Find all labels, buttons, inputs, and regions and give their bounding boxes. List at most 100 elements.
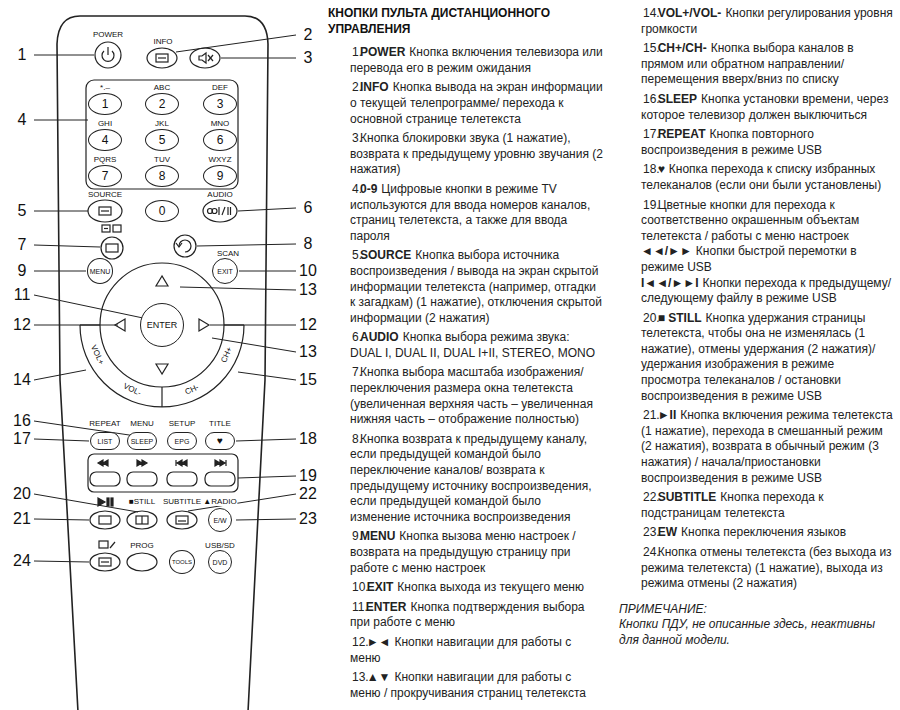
callout-number: 12 (299, 317, 317, 333)
button-name: POWER (360, 45, 405, 59)
button-label: SOURCE (87, 191, 123, 199)
description-item: 12.►◄Кнопки навигации для работы с меню (328, 635, 603, 666)
button-label: SUBTITLE (162, 498, 202, 506)
item-number: 12. (352, 635, 369, 649)
digit-frame (86, 80, 238, 189)
button-name: ◄◄/►► (641, 244, 692, 258)
remote-button: TOOLS (169, 550, 195, 574)
remote-drawing-part (167, 472, 197, 486)
remote-button: EXIT (212, 258, 238, 284)
description-item: 17.REPEATКнопка повторного воспроизведен… (619, 127, 894, 158)
remote-drawing-part (100, 263, 224, 387)
item-number: 20. (643, 311, 660, 325)
mute-button (190, 48, 220, 68)
remote-drawing-part (199, 53, 206, 63)
button-name: EW (658, 525, 677, 539)
leader-line (34, 561, 89, 562)
button-label: TUV (153, 156, 171, 164)
button-name: I◄◄/►►I (641, 276, 699, 290)
remote-button: 9 (203, 165, 237, 187)
remote-button: EPG (167, 432, 197, 450)
remote-drawing-part (90, 553, 120, 571)
remote-button: 7 (88, 165, 122, 187)
remote-drawing-part (208, 55, 213, 61)
remote-button: 4 (88, 129, 122, 151)
remote-drawing-part (208, 55, 213, 61)
return-button (174, 235, 196, 257)
leader-line (34, 325, 118, 326)
remote-drawing-part (167, 511, 197, 529)
button-text: EXIT (217, 268, 233, 275)
button-label: SCAN (216, 250, 240, 258)
button-label: AUDIO (206, 191, 233, 199)
description-text: Кнопка отмены телетекста (без выхода из … (641, 545, 892, 590)
button-label: REPEAT (88, 420, 121, 428)
remote-button: 6 (203, 129, 237, 151)
remote-drawing-part (102, 225, 110, 232)
callout-number: 13 (299, 344, 317, 360)
remote-button: ENTER (140, 303, 184, 347)
remote-drawing-part (158, 57, 166, 58)
remote-button: 8 (145, 165, 179, 187)
zoom-button (101, 225, 123, 259)
heading: КНОПКИ ПУЛЬТА ДИСТАНЦИОННОГО УПРАВЛЕНИЯ (328, 6, 603, 37)
button-name: EXIT (367, 580, 394, 594)
leader-line (236, 519, 296, 520)
item-number: 14. (643, 6, 660, 20)
remote-drawing-part (205, 472, 235, 486)
item-number: 16. (643, 92, 660, 106)
remote-drawing-part (156, 54, 168, 62)
leader-line (34, 439, 89, 441)
description-item: 4.0-9Цифровые кнопки в режиме TV использ… (328, 182, 603, 244)
remote-drawing-part (107, 498, 109, 506)
bottom-buttons (90, 541, 157, 571)
button-label: INFO (152, 38, 173, 46)
remote-drawing-part (57, 16, 268, 710)
leader-line (236, 439, 296, 441)
button-name: SUBTITLE (658, 490, 717, 504)
button-name: ♥ (658, 162, 665, 176)
button-name: 0-9 (360, 182, 377, 196)
callout-number: 6 (304, 200, 313, 216)
button-label: PROG (129, 542, 155, 550)
remote-drawing-part (101, 210, 109, 211)
leader-line (34, 494, 138, 512)
leader-line (34, 295, 143, 318)
item-number: 21. (643, 408, 660, 422)
button-label: JKL (154, 120, 170, 128)
remote-button: 2 (145, 93, 179, 115)
callout-number: 21 (13, 511, 31, 527)
leader-line (197, 244, 296, 246)
button-label: MENU (129, 420, 155, 428)
leader-line (34, 421, 136, 436)
button-label: *.– (99, 84, 111, 92)
audio-button (203, 200, 237, 222)
remote-button: LIST (90, 432, 120, 450)
callout-number: 13 (299, 282, 317, 298)
remote-drawing-part (127, 553, 157, 571)
button-text: 2 (159, 98, 166, 110)
remote-drawing-part (178, 520, 186, 521)
remote-drawing-part (127, 511, 157, 529)
button-label: VOL+ (89, 343, 106, 367)
item-number: 10. (352, 580, 369, 594)
button-text: DVD (213, 559, 228, 566)
button-name: ENTER (366, 600, 407, 614)
button-text: 4 (102, 134, 109, 146)
callout-number: 1 (18, 47, 27, 63)
remote-drawing-part (156, 364, 168, 374)
button-label: SETUP (168, 420, 197, 428)
leader-line (180, 287, 296, 290)
item-number: 19. (643, 198, 660, 212)
source-button (88, 200, 122, 222)
description-item: 19.Цветные кнопки для перехода к соответ… (619, 198, 894, 307)
description-item: 18.♥Кнопка перехода к списку избранных т… (619, 162, 894, 193)
remote-drawing-part (215, 460, 226, 466)
leader-line (34, 370, 86, 380)
remote-drawing-part (176, 516, 188, 524)
button-text: MENU (90, 268, 111, 275)
description-item: 1.POWERКнопка включения телевизора или п… (328, 45, 603, 76)
button-text: 1 (102, 98, 109, 110)
button-label: MNO (210, 120, 231, 128)
description-item: 8.Кнопка возврата к предыдущему каналу, … (328, 432, 603, 526)
